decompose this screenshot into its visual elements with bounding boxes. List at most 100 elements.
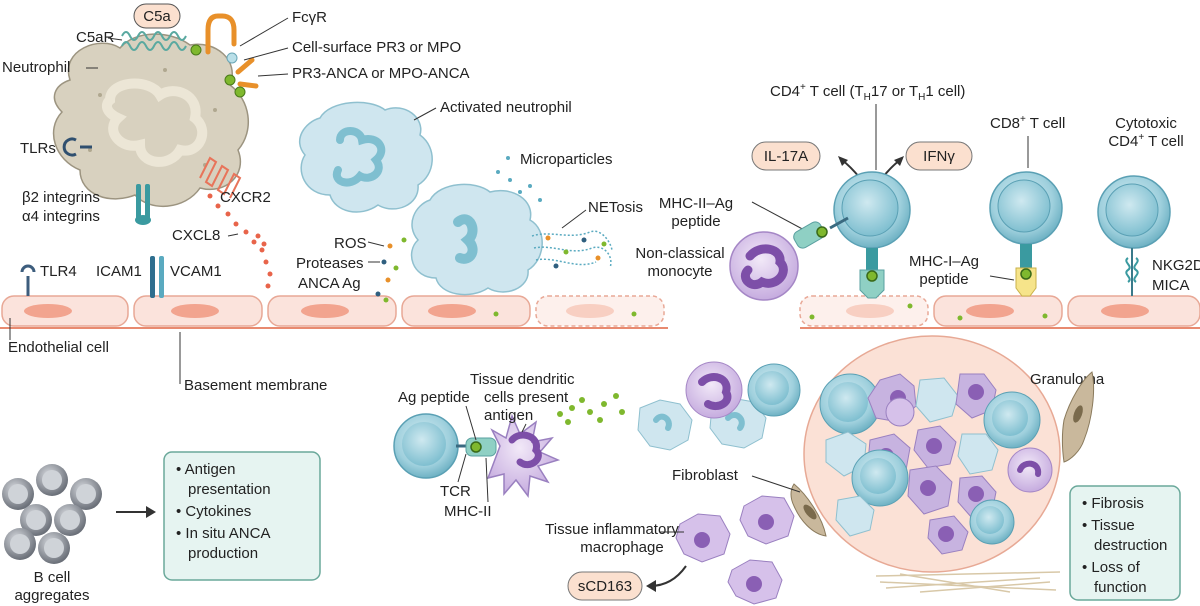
cd8-tcell-label: CD8+ T cell: [990, 114, 1065, 132]
fibroblast-cell: [1062, 371, 1095, 463]
cd4-tcell-label: CD4+ T cell (TH17 or TH1 cell): [770, 82, 965, 103]
bcell-item-3: • In situ ANCA: [176, 525, 270, 542]
activated-neutrophil-cell: [299, 101, 433, 213]
tissue-macrophage-label-line1: Tissue inflammatory: [545, 521, 679, 538]
tissue-dc-label-line3: antigen: [484, 407, 533, 424]
tissue-macrophage-cells: [675, 495, 795, 605]
mhc2-label: MHC-II: [444, 503, 492, 520]
bcell-item-1: • Antigen: [176, 461, 235, 478]
tcr-label: TCR: [440, 483, 471, 500]
tissue-tcell-cell: [393, 413, 459, 479]
tissue-dc-label-line2: cells present: [484, 389, 569, 406]
c5ar-receptor-icon: [121, 31, 187, 51]
tlr4-icon: [20, 264, 36, 296]
c5a-label: C5a: [143, 8, 171, 25]
c5a-pill: C5a: [133, 3, 181, 29]
arrow-right-icon: [146, 506, 156, 518]
outcome-item-3: • Loss of: [1082, 559, 1141, 576]
tissue-macrophage-label-line2: macrophage: [580, 539, 663, 556]
mhc2-ag-peptide-label-group: MHC-II–Ag peptide: [659, 195, 733, 230]
ros-label: ROS: [334, 235, 367, 252]
fibroblast-label: Fibroblast: [672, 467, 739, 484]
tissue-lymphocyte-cell: [747, 363, 801, 417]
mhc1-ag-label-line1: MHC-I–Ag: [909, 253, 979, 270]
tlr4-label: TLR4: [40, 263, 77, 280]
netosis-label: NETosis: [588, 199, 643, 216]
arrow-head-icon: [646, 580, 656, 592]
tissue-monocyte-cell: [685, 361, 743, 419]
pr3-anca-label: PR3-ANCA or MPO-ANCA: [292, 65, 470, 82]
tlrs-label: TLRs: [20, 140, 56, 157]
antigen-dot: [493, 311, 499, 317]
nonclassical-monocyte-cell: [729, 231, 799, 301]
endothelium-left: [0, 295, 668, 329]
tcr-mhc-complex: [456, 437, 497, 457]
cd4-tcell-cell: [833, 171, 911, 299]
integrin-icon: [135, 184, 151, 225]
nonclassical-label-line2: monocyte: [647, 263, 712, 280]
bcell-item-2: • Cytokines: [176, 503, 251, 520]
fibrosis-fibers: [875, 571, 1061, 593]
mhc2-tcr-complex: [793, 216, 849, 249]
tissue-neutrophils: [637, 397, 767, 451]
outcome-item-1: • Fibrosis: [1082, 495, 1144, 512]
microparticles-label: Microparticles: [520, 151, 613, 168]
nonclassical-label-line1: Non-classical: [635, 245, 724, 262]
outcome-item-2b: destruction: [1094, 537, 1167, 554]
cxcr2-receptor-icon: [199, 156, 242, 199]
outcome-item-3b: function: [1094, 579, 1147, 596]
icam1-label: ICAM1: [96, 263, 142, 280]
ifng-label: IFNγ: [923, 148, 955, 165]
cxcl8-label: CXCL8: [172, 227, 220, 244]
bcell-function-box: • Antigen presentation • Cytokines • In …: [163, 451, 321, 581]
fibroblast-cell-2: [790, 483, 827, 537]
antibody-icon: [190, 13, 259, 98]
scd163-pill: sCD163: [567, 571, 643, 601]
mhc2-ag-label-line2: peptide: [671, 213, 720, 230]
mediator-dots: [375, 237, 407, 303]
icam1-icon: [150, 256, 155, 298]
granuloma-cells: [819, 373, 1053, 555]
bcell-label-line1: B cell: [34, 569, 71, 586]
cytotoxic-cd4-tcell-cell: [1097, 175, 1171, 296]
bcell-aggregate: [2, 464, 102, 564]
bcell-label-line2: aggregates: [14, 587, 89, 604]
vcam1-label: VCAM1: [170, 263, 222, 280]
b2-integrins-label: β2 integrins: [22, 189, 100, 206]
cell-surface-pr3-label: Cell-surface PR3 or MPO: [292, 39, 461, 56]
nkg2d-label: NKG2D: [1152, 257, 1200, 274]
proteases-label: Proteases: [296, 255, 364, 272]
antigen-dot-stream: [557, 393, 625, 425]
outcome-box: • Fibrosis • Tissue destruction • Loss o…: [1069, 485, 1181, 601]
endothelial-cell-label: Endothelial cell: [8, 339, 109, 356]
mhc1-ag-label-line2: peptide: [919, 271, 968, 288]
ifng-box: IFNγ: [905, 141, 973, 171]
dendritic-cell: [486, 413, 561, 498]
outcome-item-2: • Tissue: [1082, 517, 1135, 534]
cytotoxic-label-line2: CD4+ T cell: [1108, 132, 1183, 150]
c5ar-label: C5aR: [76, 29, 115, 46]
cxcr2-label: CXCR2: [220, 189, 271, 206]
basement-membrane-label: Basement membrane: [184, 377, 327, 394]
cytotoxic-label-line1: Cytotoxic: [1115, 115, 1177, 132]
netosis-cell: [410, 183, 543, 296]
cd8-tcell-cell: [989, 171, 1063, 297]
bcell-item-1b: presentation: [188, 481, 271, 498]
tlr-receptor-icon: [62, 137, 92, 157]
bcell-item-3b: production: [188, 545, 258, 562]
a4-integrins-label: α4 integrins: [22, 208, 100, 225]
tissue-dc-label-line1: Tissue dendritic: [470, 371, 575, 388]
fcgr-label: FcγR: [292, 9, 327, 26]
cxcl8-dots: [207, 193, 273, 289]
vcam1-icon: [159, 256, 164, 298]
mica-label: MICA: [1152, 277, 1190, 294]
neutrophil-cell: [52, 33, 250, 207]
activated-neutrophil-label: Activated neutrophil: [440, 99, 572, 116]
mhc2-ag-label-line1: MHC-II–Ag: [659, 195, 733, 212]
il17a-label: IL-17A: [764, 148, 808, 165]
ag-peptide-label: Ag peptide: [398, 389, 470, 406]
microparticles-dots: [496, 156, 542, 202]
scd163-label: sCD163: [578, 578, 632, 595]
anca-ag-label: ANCA Ag: [298, 275, 361, 292]
